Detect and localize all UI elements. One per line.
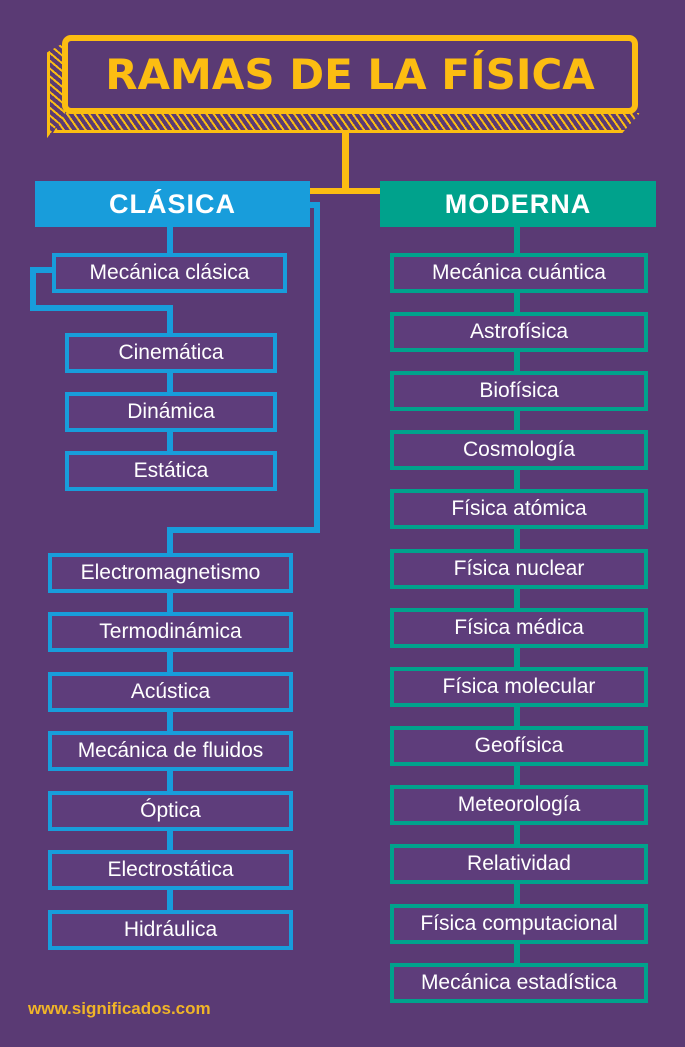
- connector-yellow-crossbar: [308, 188, 381, 194]
- connector-line: [30, 267, 36, 311]
- node-electrostatica: Electrostática: [48, 850, 293, 890]
- node-mecanica-estadistica: Mecánica estadística: [390, 963, 648, 1003]
- connector-line: [306, 202, 320, 208]
- connector-line: [30, 267, 55, 273]
- node-electromagnetismo: Electromagnetismo: [48, 553, 293, 593]
- connector-line: [514, 764, 520, 790]
- connector-line: [514, 350, 520, 376]
- connector-line: [167, 369, 173, 395]
- connector-line: [314, 202, 320, 533]
- node-fisica-computacional: Física computacional: [390, 904, 648, 944]
- node-meteorologia: Meteorología: [390, 785, 648, 825]
- node-fisica-molecular: Física molecular: [390, 667, 648, 707]
- page-title: RAMAS DE LA FÍSICA: [105, 50, 595, 99]
- connector-line: [514, 587, 520, 613]
- node-relatividad: Relatividad: [390, 844, 648, 884]
- connector-line: [514, 291, 520, 317]
- node-fisica-medica: Física médica: [390, 608, 648, 648]
- header-moderna-label: MODERNA: [444, 188, 592, 219]
- connector-line: [167, 829, 173, 855]
- node-dinamica: Dinámica: [65, 392, 277, 432]
- node-geofisica: Geofísica: [390, 726, 648, 766]
- connector-line: [514, 225, 520, 255]
- connector-yellow-stem: [342, 130, 349, 194]
- connector-line: [167, 428, 173, 454]
- header-clasica-label: CLÁSICA: [109, 188, 236, 219]
- connector-line: [167, 591, 173, 617]
- connector-line: [30, 305, 173, 311]
- header-moderna: MODERNA: [380, 181, 656, 227]
- node-termodinamica: Termodinámica: [48, 612, 293, 652]
- connector-line: [167, 650, 173, 676]
- node-mecanica-cuantica: Mecánica cuántica: [390, 253, 648, 293]
- connector-line: [514, 942, 520, 968]
- connector-line: [167, 710, 173, 736]
- node-fisica-atomica: Física atómica: [390, 489, 648, 529]
- connector-line: [167, 225, 173, 255]
- connector-line: [514, 823, 520, 849]
- node-mecanica-clasica: Mecánica clásica: [52, 253, 287, 293]
- title-box: RAMAS DE LA FÍSICA: [62, 35, 638, 114]
- node-fisica-nuclear: Física nuclear: [390, 549, 648, 589]
- node-mecanica-de-fluidos: Mecánica de fluidos: [48, 731, 293, 771]
- connector-line: [514, 882, 520, 908]
- connector-line: [167, 769, 173, 795]
- connector-line: [514, 527, 520, 553]
- connector-line: [514, 468, 520, 494]
- node-optica: Óptica: [48, 791, 293, 831]
- node-cinematica: Cinemática: [65, 333, 277, 373]
- node-biofisica: Biofísica: [390, 371, 648, 411]
- node-hidraulica: Hidráulica: [48, 910, 293, 950]
- connector-line: [167, 888, 173, 914]
- footer-link[interactable]: www.significados.com: [28, 999, 211, 1018]
- connector-line: [514, 705, 520, 731]
- node-cosmologia: Cosmología: [390, 430, 648, 470]
- connector-line: [167, 527, 320, 533]
- connector-line: [167, 305, 173, 335]
- connector-line: [514, 409, 520, 435]
- connector-line: [514, 646, 520, 672]
- node-estatica: Estática: [65, 451, 277, 491]
- node-acustica: Acústica: [48, 672, 293, 712]
- node-astrofisica: Astrofísica: [390, 312, 648, 352]
- header-clasica: CLÁSICA: [35, 181, 310, 227]
- connector-line: [167, 527, 173, 555]
